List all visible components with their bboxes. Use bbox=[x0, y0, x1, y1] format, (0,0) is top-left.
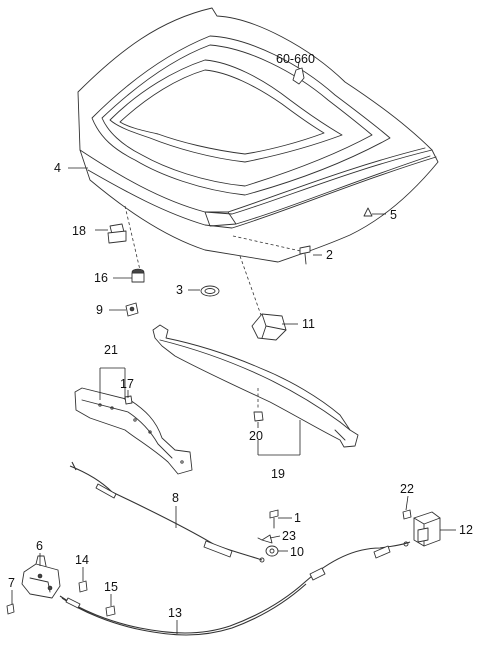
callout-23: 23 bbox=[282, 529, 296, 543]
callout-20: 20 bbox=[249, 429, 263, 443]
callout-19: 19 bbox=[271, 467, 285, 481]
part-15-clip bbox=[105, 605, 116, 617]
part-8-release-cable-upper bbox=[69, 461, 265, 563]
part-14-clip bbox=[78, 580, 88, 593]
callout-15: 15 bbox=[104, 580, 118, 594]
callout-21: 21 bbox=[104, 343, 118, 357]
callout-18: 18 bbox=[72, 224, 86, 238]
callout-12: 12 bbox=[459, 523, 473, 537]
part-6-hood-latch bbox=[21, 555, 61, 599]
leader-lines bbox=[11, 167, 456, 634]
callout-8: 8 bbox=[172, 491, 179, 505]
part-12-release-handle bbox=[413, 511, 441, 547]
part-19-seal-strip bbox=[152, 324, 359, 448]
part-10-grommet bbox=[265, 545, 279, 557]
callout-22: 22 bbox=[400, 482, 414, 496]
callout-14: 14 bbox=[75, 553, 89, 567]
callout-10: 10 bbox=[290, 545, 304, 559]
part-17-clip bbox=[124, 395, 133, 405]
callout-9: 9 bbox=[96, 303, 103, 317]
part-13-release-cable-lower bbox=[59, 541, 411, 636]
part-9-clip bbox=[125, 302, 139, 317]
part-7-bolt bbox=[6, 603, 15, 615]
part-20-clip bbox=[253, 388, 264, 422]
part-11-insulator bbox=[251, 313, 287, 341]
callout-3: 3 bbox=[176, 283, 183, 297]
part-21-hood-bracket bbox=[74, 387, 193, 475]
part-3-grommet bbox=[200, 285, 220, 297]
part-5-clip bbox=[363, 207, 373, 217]
part-16-hood-bumper bbox=[131, 268, 145, 283]
callout-4: 4 bbox=[54, 161, 61, 175]
callout-16: 16 bbox=[94, 271, 108, 285]
part-22-bolt bbox=[402, 509, 412, 520]
hood-panel bbox=[77, 7, 439, 263]
callout-11: 11 bbox=[302, 317, 315, 331]
callout-17: 17 bbox=[120, 377, 134, 391]
callout-7: 7 bbox=[8, 576, 15, 590]
part-18-hood-bumper bbox=[107, 223, 127, 244]
callout-6: 6 bbox=[36, 539, 43, 553]
part-2-bolt bbox=[299, 245, 311, 265]
part-1-bolt bbox=[269, 509, 279, 529]
callout-13: 13 bbox=[168, 606, 182, 620]
callout-1: 1 bbox=[294, 511, 301, 525]
callout-2: 2 bbox=[326, 248, 333, 262]
callout-labels: 60-660 4 5 18 2 16 3 9 11 21 17 20 19 8 … bbox=[8, 52, 473, 620]
callout-5: 5 bbox=[390, 208, 397, 222]
part-23-clip bbox=[257, 534, 273, 544]
reference-label: 60-660 bbox=[276, 52, 315, 66]
